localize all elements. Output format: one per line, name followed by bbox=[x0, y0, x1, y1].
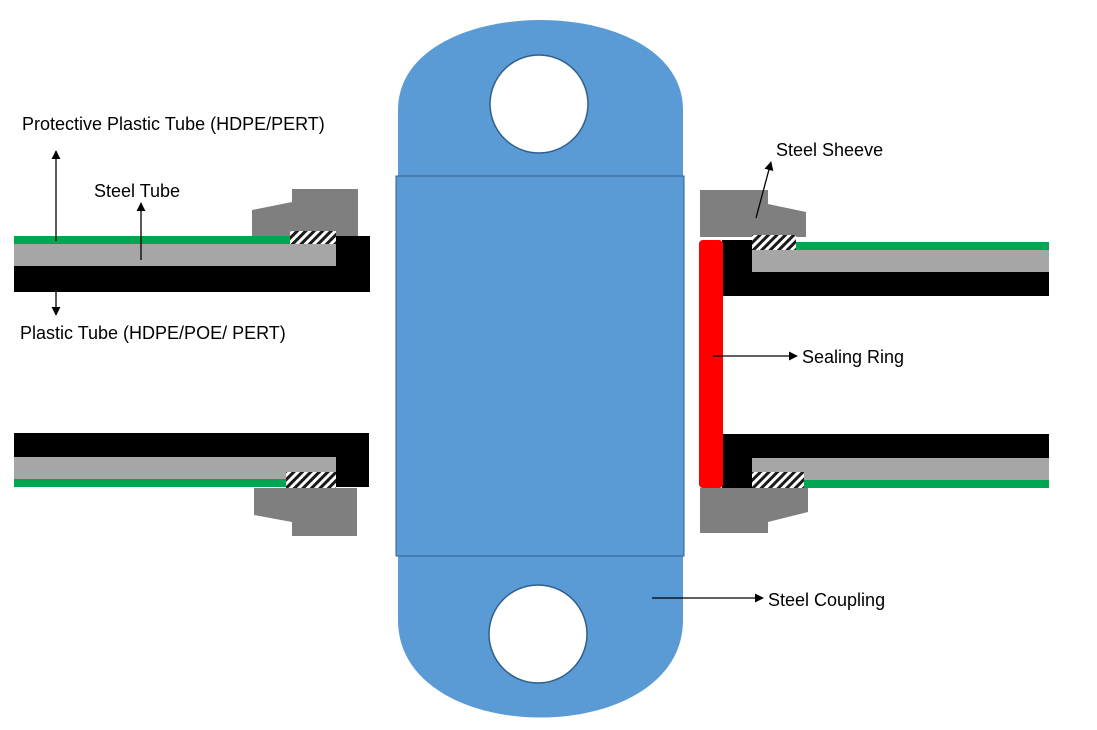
right-lower-green-layer bbox=[804, 480, 1049, 488]
left-lower-black-end bbox=[336, 433, 369, 487]
right-lower-black-layer bbox=[722, 434, 1049, 458]
right-lower-steel-layer bbox=[752, 458, 1049, 480]
left-upper-black-end bbox=[336, 236, 370, 292]
right-upper-sleeve bbox=[700, 190, 806, 237]
right-upper-pipe bbox=[700, 190, 1049, 296]
protective-tube-label: Protective Plastic Tube (HDPE/PERT) bbox=[22, 114, 325, 134]
sealing-ring bbox=[699, 240, 723, 488]
right-lower-hatch bbox=[752, 472, 804, 488]
left-upper-hatch bbox=[290, 231, 336, 247]
right-lower-sleeve bbox=[700, 488, 808, 533]
right-upper-green-layer bbox=[796, 242, 1049, 250]
left-lower-hatch bbox=[286, 472, 336, 488]
left-upper-sleeve bbox=[252, 189, 358, 236]
right-lower-black-end bbox=[722, 434, 752, 488]
sealing-ring-label: Sealing Ring bbox=[802, 347, 904, 367]
coupling-top-hole bbox=[489, 54, 589, 154]
steel-tube-label: Steel Tube bbox=[94, 181, 180, 201]
left-lower-pipe bbox=[14, 433, 369, 536]
steel-sleeve-arrow bbox=[755, 161, 774, 219]
coupling-center-band bbox=[395, 175, 685, 557]
steel-coupling-label: Steel Coupling bbox=[768, 590, 885, 610]
right-lower-pipe bbox=[700, 434, 1049, 533]
right-upper-steel-layer bbox=[752, 250, 1049, 272]
left-lower-steel-layer bbox=[14, 457, 336, 479]
plastic-tube-label: Plastic Tube (HDPE/POE/ PERT) bbox=[20, 323, 286, 343]
coupling-bottom-hole bbox=[488, 584, 588, 684]
left-upper-green-layer bbox=[14, 236, 290, 244]
left-lower-black-layer bbox=[14, 433, 369, 457]
left-lower-green-layer bbox=[14, 479, 286, 487]
left-upper-pipe bbox=[14, 189, 370, 292]
left-lower-sleeve bbox=[254, 488, 357, 536]
right-upper-hatch bbox=[752, 235, 796, 251]
right-upper-black-layer bbox=[722, 272, 1049, 296]
pointer-arrows bbox=[51, 150, 798, 603]
steel-sleeve-label: Steel Sheeve bbox=[776, 140, 883, 160]
left-upper-black-layer bbox=[14, 266, 370, 292]
steel-coupling bbox=[395, 20, 685, 718]
right-upper-black-end bbox=[722, 240, 752, 296]
left-upper-steel-layer bbox=[14, 244, 336, 266]
